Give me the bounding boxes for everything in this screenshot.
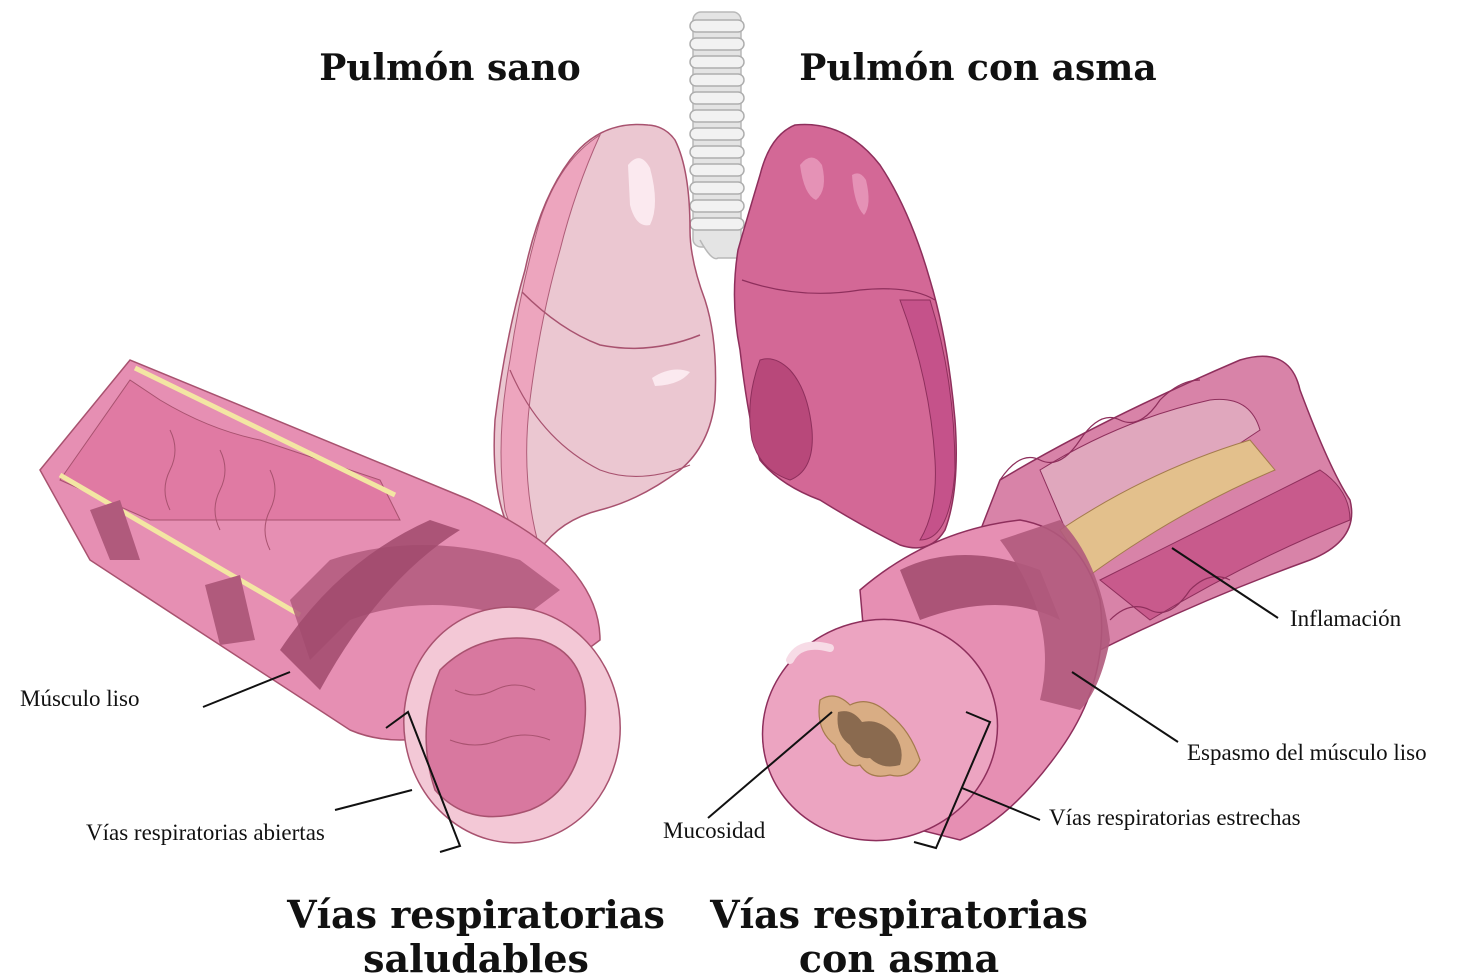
healthy-lung <box>494 124 715 551</box>
muscle-spasm-leader <box>1072 672 1178 742</box>
mucus-label: Mucosidad <box>663 818 766 843</box>
asthma-lung <box>734 125 956 548</box>
healthy-lung-title: Pulmón sano <box>319 47 581 89</box>
trachea <box>690 12 752 259</box>
open-airways-label: Vías respiratorias abiertas <box>86 820 325 845</box>
asthma-airway-title-line1: Vías respiratorias <box>709 892 1088 937</box>
inflammation-label: Inflamación <box>1290 606 1402 631</box>
smooth-muscle-leader <box>203 672 290 707</box>
asthma-airway-title-line2: con asma <box>799 936 999 978</box>
healthy-airway-title-line2: saludables <box>363 936 589 978</box>
asthma-lung-title: Pulmón con asma <box>799 47 1156 89</box>
open-airways-leader <box>335 790 412 810</box>
smooth-muscle-label: Músculo liso <box>20 686 139 711</box>
narrow-airways-label: Vías respiratorias estrechas <box>1049 805 1301 830</box>
healthy-airway-title-line1: Vías respiratorias <box>286 892 665 937</box>
muscle-spasm-label: Espasmo del músculo liso <box>1187 740 1427 765</box>
